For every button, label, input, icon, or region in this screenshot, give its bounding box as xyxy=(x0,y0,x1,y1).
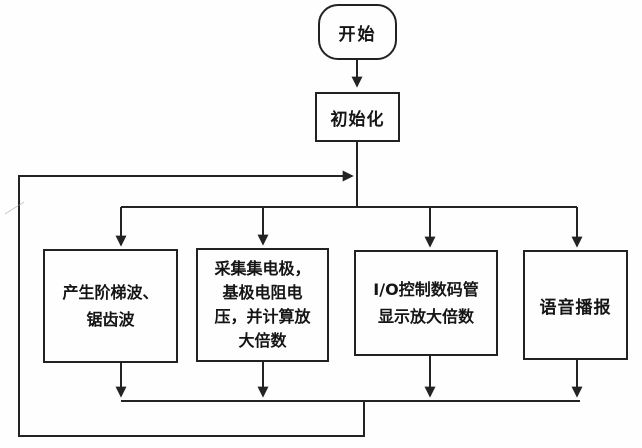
node-sample-voltage-line2: 基极电阻电 xyxy=(222,283,303,302)
node-io-display-line1: I/O控制数码管 xyxy=(373,280,479,299)
node-voice-broadcast-label: 语音播报 xyxy=(539,297,612,318)
arrow-feedback-loop xyxy=(18,170,365,437)
node-voice-broadcast: 语音播报 xyxy=(523,250,628,360)
node-sample-voltage-line4: 大倍数 xyxy=(238,331,287,350)
node-generate-waves-line2: 锯齿波 xyxy=(86,310,135,329)
node-init-label: 初始化 xyxy=(330,109,385,130)
node-init: 初始化 xyxy=(315,92,400,142)
node-generate-waves-line1: 产生阶梯波、 xyxy=(62,283,159,302)
node-start: 开始 xyxy=(318,4,397,60)
node-io-display: I/O控制数码管 显示放大倍数 xyxy=(354,250,498,356)
node-sample-voltage: 采集集电极， 基极电阻电 压，并计算放 大倍数 xyxy=(196,248,329,362)
scan-artifact xyxy=(4,201,25,215)
node-io-display-line2: 显示放大倍数 xyxy=(377,307,474,326)
node-sample-voltage-line3: 压，并计算放 xyxy=(214,307,311,326)
node-sample-voltage-line1: 采集集电极， xyxy=(214,259,311,278)
node-start-label: 开始 xyxy=(338,24,377,45)
node-generate-waves: 产生阶梯波、 锯齿波 xyxy=(43,249,178,363)
